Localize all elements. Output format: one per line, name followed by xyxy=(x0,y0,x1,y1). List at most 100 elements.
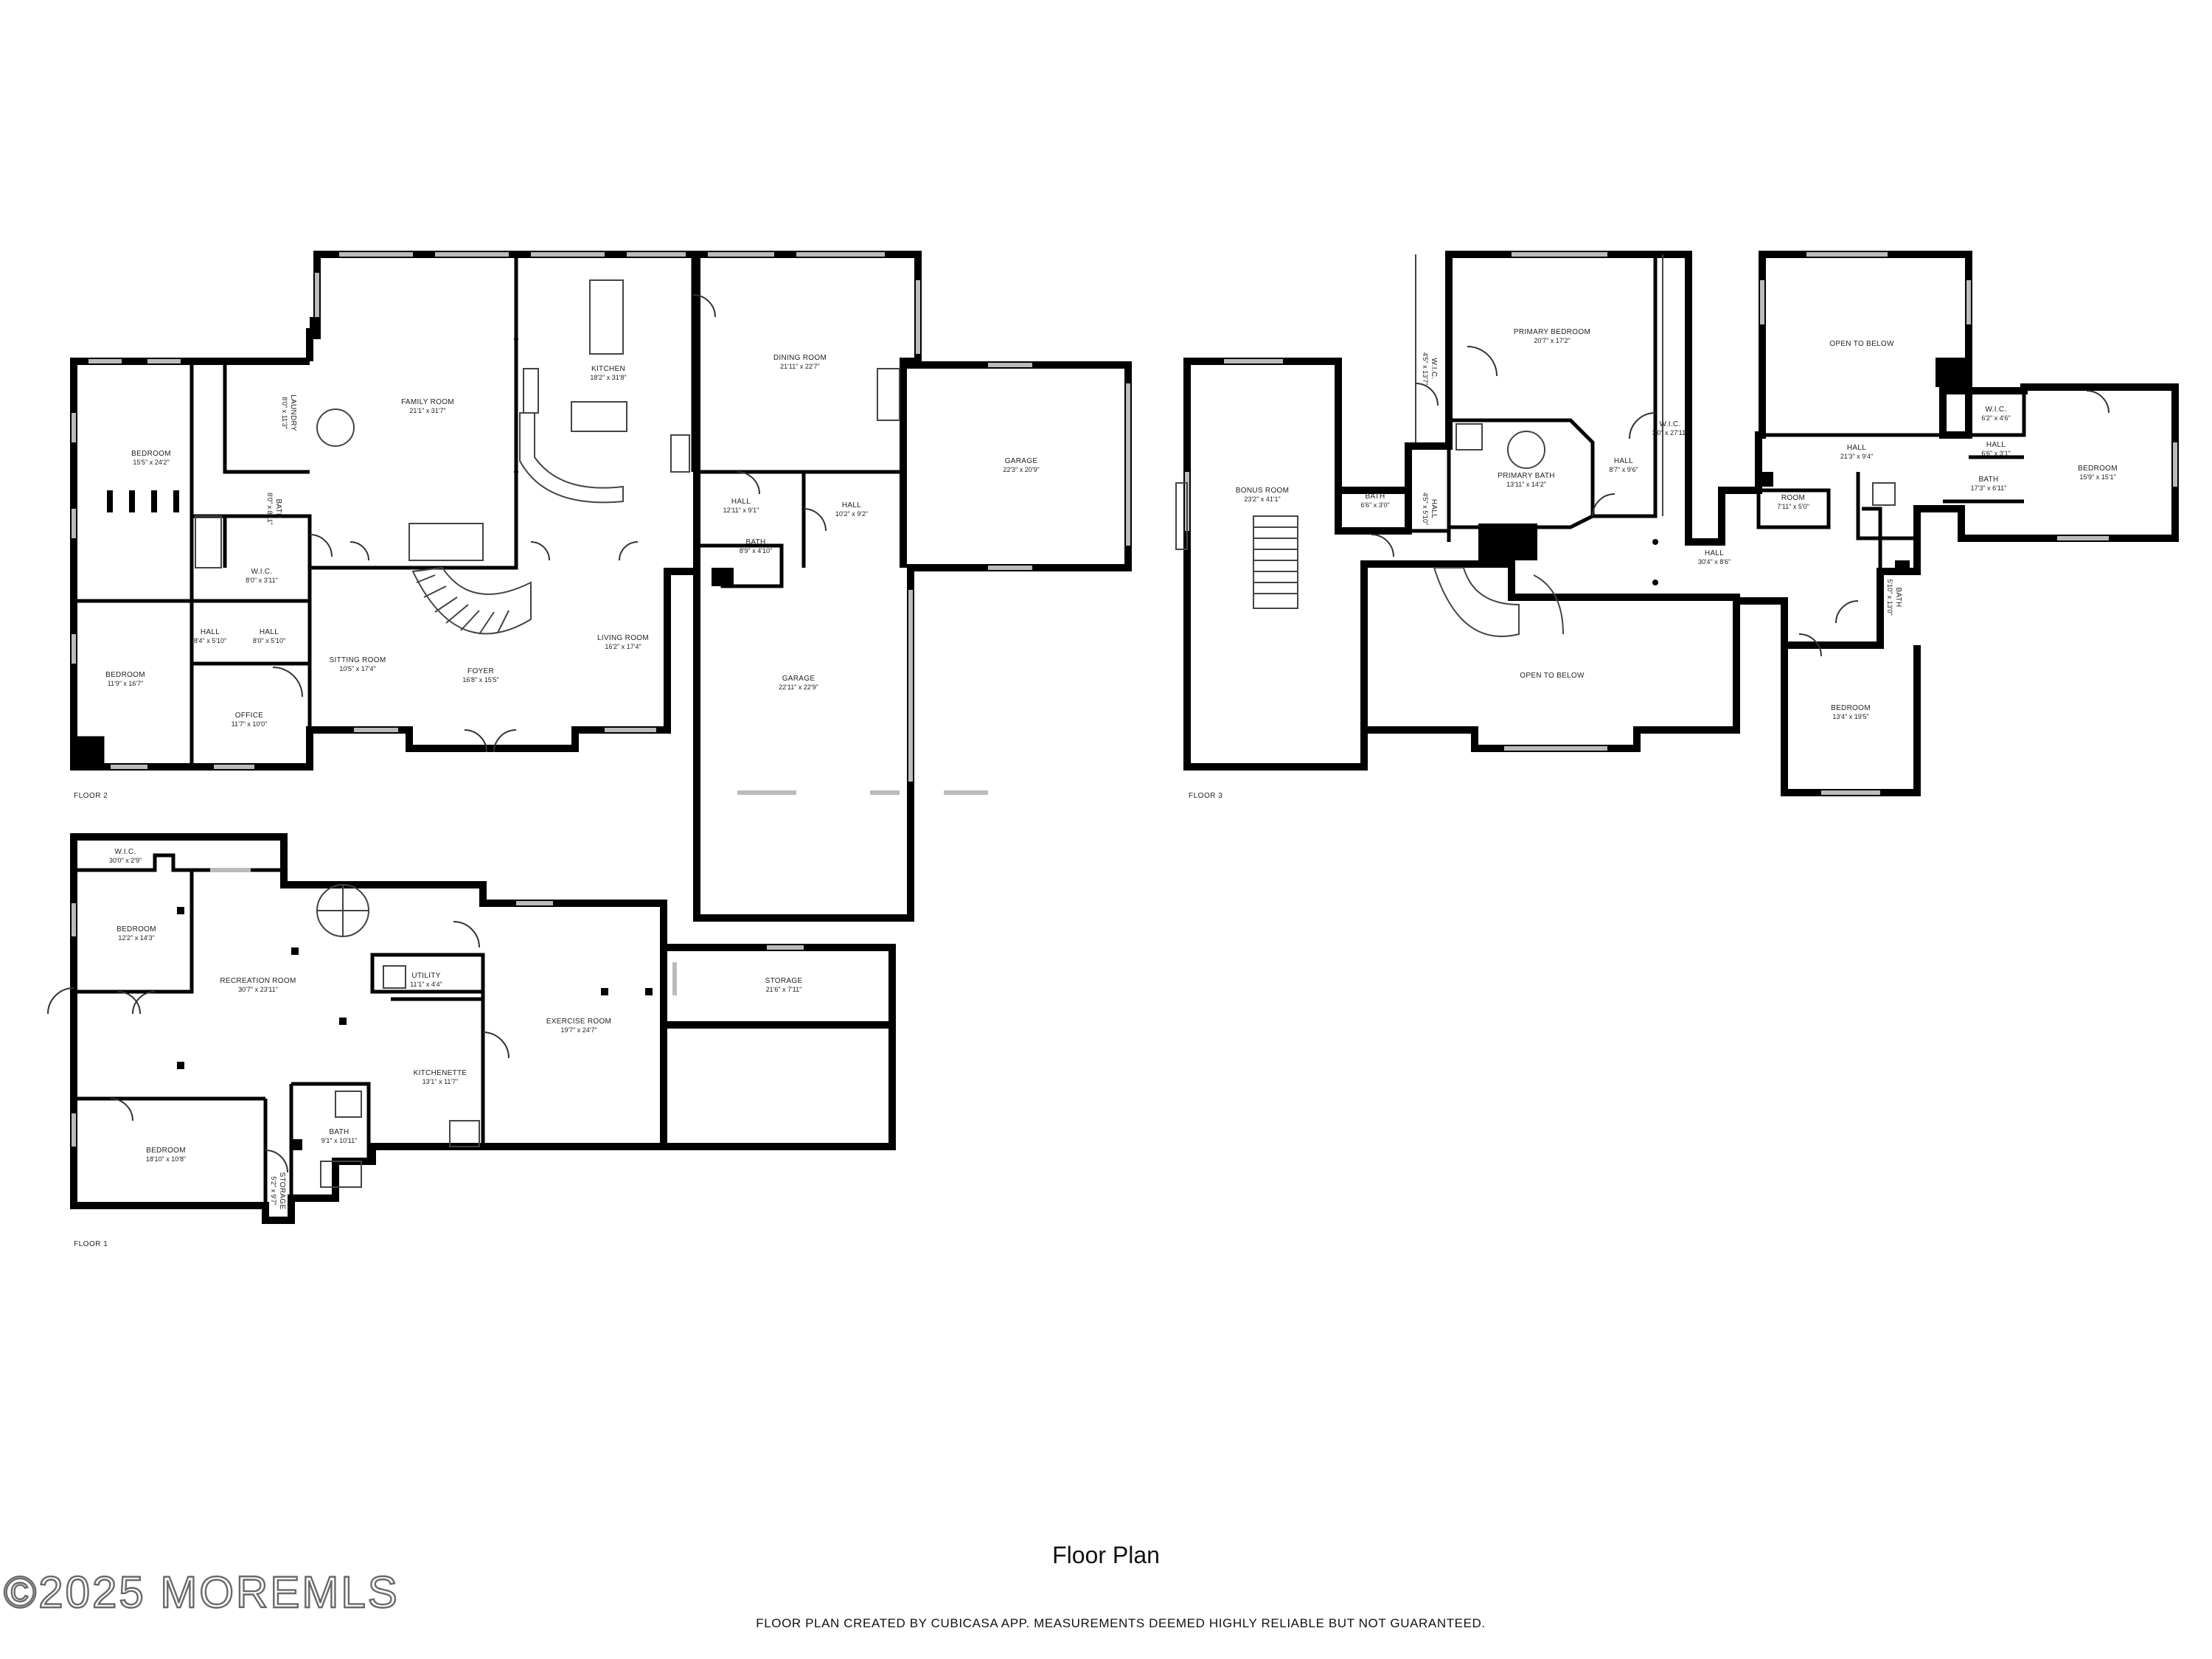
room-dimensions: 8'7" x 9'6" xyxy=(1609,466,1638,473)
room-dimensions: 10'5" x 17'4" xyxy=(339,665,375,672)
room-dimensions: 16'8" x 15'5" xyxy=(462,676,498,684)
room-dimensions: 12'11" x 9'1" xyxy=(723,507,759,514)
room-dimensions: 16'2" x 17'4" xyxy=(605,643,641,650)
floor-2-plan xyxy=(70,251,1132,922)
room-name: BATH xyxy=(329,1128,349,1136)
room-dimensions: 21'6" x 7'11" xyxy=(766,986,802,993)
room-name: KITCHENETTE xyxy=(414,1069,467,1077)
room-name: HALL xyxy=(1614,457,1633,465)
room-dimensions: 8'0" x 8'11" xyxy=(266,493,274,525)
room-name: FAMILY ROOM xyxy=(401,398,454,406)
room-name: GARAGE xyxy=(782,675,815,683)
room-label: W.I.C.4'5" x 13'7" xyxy=(1422,352,1438,385)
room-dimensions: 30'7" x 23'11" xyxy=(238,986,278,993)
room-dimensions: 15'9" x 15'1" xyxy=(2079,473,2115,481)
room-name: OPEN TO BELOW xyxy=(1829,340,1894,348)
room-dimensions: 5'10" x 13'0" xyxy=(1886,579,1893,615)
room-name: BEDROOM xyxy=(1831,704,1871,712)
room-name: PRIMARY BEDROOM xyxy=(1514,328,1590,336)
room-label: W.I.C.30'0" x 2'9" xyxy=(109,848,142,864)
floor-2-label: FLOOR 2 xyxy=(74,792,108,800)
room-dimensions: 20'7" x 17'2" xyxy=(1534,337,1570,344)
room-dimensions: 13'1" x 11'7" xyxy=(422,1078,459,1085)
room-name: HALL xyxy=(260,628,279,636)
room-dimensions: 15'5" x 24'2" xyxy=(133,459,169,466)
room-name: FOYER xyxy=(467,667,494,675)
room-dimensions: 19'7" x 24'7" xyxy=(560,1026,597,1034)
room-name: RECREATION ROOM xyxy=(220,977,296,985)
room-name: BATH xyxy=(745,538,765,546)
room-name: KITCHEN xyxy=(591,365,625,373)
room-name: BONUS ROOM xyxy=(1236,487,1289,495)
room-dimensions: 8'0" x 5'10" xyxy=(253,637,285,644)
room-dimensions: 22'3" x 20'9" xyxy=(1003,466,1039,473)
room-dimensions: 10'2" x 9'2" xyxy=(835,510,868,518)
room-label: OPEN TO BELOW xyxy=(1829,340,1894,348)
floor-3-plan xyxy=(1175,251,2179,796)
room-name: BATH xyxy=(1894,587,1902,607)
room-dimensions: 18'2" x 31'8" xyxy=(590,374,626,381)
room-name: DINING ROOM xyxy=(773,354,827,362)
room-name: STORAGE xyxy=(765,977,803,985)
room-name: W.I.C. xyxy=(1659,420,1680,428)
room-name: OPEN TO BELOW xyxy=(1520,672,1585,680)
room-dimensions: 8'0" x 11'3" xyxy=(281,397,288,429)
floor-1-label: FLOOR 1 xyxy=(74,1240,108,1248)
room-dimensions: 11'1" x 4'4" xyxy=(410,981,442,988)
room-dimensions: 11'7" x 10'0" xyxy=(232,720,268,728)
room-dimensions: 30'0" x 2'9" xyxy=(109,857,142,864)
floor-3-label: FLOOR 3 xyxy=(1189,792,1222,800)
room-dimensions: 7'11" x 5'0" xyxy=(1777,503,1809,510)
room-dimensions: 30'4" x 8'6" xyxy=(1698,558,1731,566)
room-dimensions: 12'2" x 14'3" xyxy=(118,934,154,942)
room-name: HALL xyxy=(1430,499,1438,518)
watermark-logo: ©2025 MOREMLS xyxy=(4,1568,400,1617)
room-name: ROOM xyxy=(1781,494,1805,502)
room-dimensions: 18'10" x 10'8" xyxy=(146,1155,186,1163)
room-label: W.I.C.8'0" x 3'11" xyxy=(246,568,278,584)
room-name: PRIMARY BATH xyxy=(1498,472,1555,480)
room-dimensions: 8'0" x 3'11" xyxy=(246,577,278,584)
room-dimensions: 8'4" x 5'10" xyxy=(194,637,226,644)
room-name: SITTING ROOM xyxy=(330,656,386,664)
room-dimensions: 8'9" x 4'10" xyxy=(740,547,772,554)
room-dimensions: 21'3" x 9'4" xyxy=(1840,453,1873,460)
room-dimensions: 6'6" x 3'0" xyxy=(1360,501,1389,509)
room-label: W.I.C.3'0" x 27'11" xyxy=(1652,420,1688,437)
room-name: HALL xyxy=(1705,549,1724,557)
room-name: BATH xyxy=(1365,493,1385,501)
plan-title: Floor Plan xyxy=(1052,1542,1160,1568)
room-dimensions: 6'6" x 3'1" xyxy=(1981,450,2010,457)
room-dimensions: 21'1" x 31'7" xyxy=(409,407,445,414)
